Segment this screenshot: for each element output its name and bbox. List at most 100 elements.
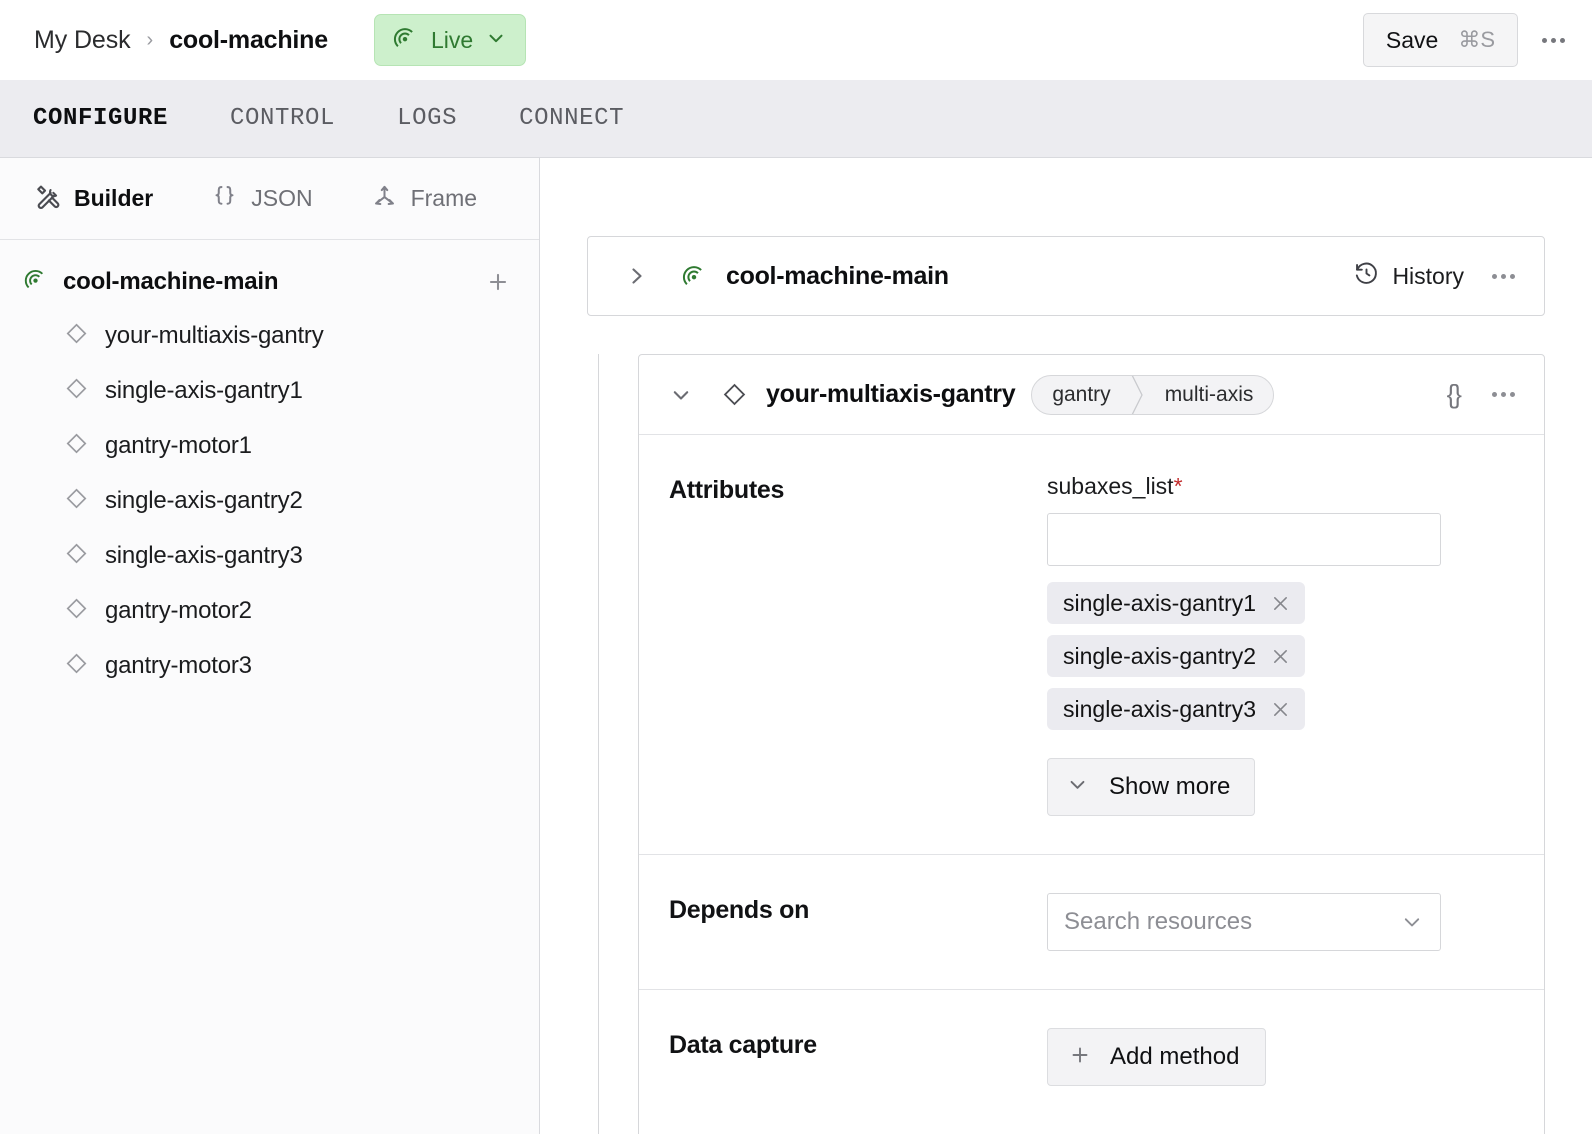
live-status-badge[interactable]: Live	[373, 14, 527, 66]
view-mode-switcher: Builder JSON Frame	[0, 158, 539, 240]
main-tab-bar: CONFIGURE CONTROL LOGS CONNECT	[0, 80, 1592, 158]
add-method-button[interactable]: Add method	[1047, 1028, 1267, 1086]
plus-icon[interactable]	[483, 267, 513, 297]
breadcrumb-current: cool-machine	[169, 25, 328, 54]
tree-item-label: single-axis-gantry3	[105, 541, 303, 569]
main-content: cool-machine-main History	[541, 158, 1592, 1134]
depends-on-placeholder: Search resources	[1064, 908, 1253, 935]
view-mode-builder-label: Builder	[74, 185, 154, 211]
tree-item-single-axis-gantry3[interactable]: single-axis-gantry3	[0, 528, 539, 583]
chevron-down-icon	[1066, 773, 1089, 801]
ellipsis-icon[interactable]	[1536, 23, 1570, 57]
chip-single-axis-gantry2: single-axis-gantry2	[1047, 635, 1306, 677]
diamond-icon	[64, 541, 89, 571]
machine-header-card: cool-machine-main History	[587, 236, 1545, 316]
tab-logs[interactable]: LOGS	[397, 105, 458, 132]
pill-resource-model: multi-axis	[1164, 382, 1254, 406]
diamond-icon	[64, 486, 89, 516]
diamond-icon	[64, 431, 89, 461]
subaxes-list-label-text: subaxes_list	[1047, 473, 1174, 499]
breadcrumb: My Desk › cool-machine	[34, 26, 328, 55]
history-clock-icon	[1353, 260, 1380, 292]
plus-icon	[1068, 1043, 1092, 1072]
axes-icon	[371, 183, 398, 215]
depends-on-label: Depends on	[669, 896, 810, 924]
diamond-icon	[721, 381, 748, 408]
subaxes-list-input[interactable]	[1047, 513, 1441, 566]
data-capture-label: Data capture	[669, 1031, 817, 1059]
subaxes-list-label: subaxes_list*	[1047, 473, 1544, 500]
chip-label: single-axis-gantry3	[1063, 695, 1257, 722]
tree-item-your-multiaxis-gantry[interactable]: your-multiaxis-gantry	[0, 308, 539, 363]
chip-label: single-axis-gantry1	[1063, 589, 1257, 616]
tree-item-label: gantry-motor1	[105, 431, 252, 459]
ellipsis-icon[interactable]	[1486, 259, 1520, 293]
attributes-row: Attributes subaxes_list* single-axis-gan…	[639, 435, 1544, 855]
diamond-icon	[64, 596, 89, 626]
resource-card-header: your-multiaxis-gantry gantry multi-axis …	[639, 355, 1544, 435]
close-icon[interactable]	[1270, 699, 1291, 720]
chevron-right-icon[interactable]	[624, 264, 648, 288]
data-capture-row: Data capture Add method	[639, 990, 1544, 1124]
close-icon[interactable]	[1270, 593, 1291, 614]
diamond-icon	[64, 376, 89, 406]
tab-connect[interactable]: CONNECT	[519, 105, 625, 132]
view-mode-builder[interactable]: Builder	[34, 183, 153, 215]
depends-on-select[interactable]: Search resources	[1047, 893, 1441, 951]
diamond-icon	[64, 651, 89, 681]
braces-icon[interactable]: {}	[1446, 379, 1462, 409]
view-mode-frame[interactable]: Frame	[371, 183, 477, 215]
chevron-down-icon	[1400, 910, 1424, 934]
tree-item-single-axis-gantry2[interactable]: single-axis-gantry2	[0, 473, 539, 528]
ellipsis-icon[interactable]	[1486, 378, 1520, 412]
attributes-label: Attributes	[669, 476, 785, 504]
required-marker: *	[1173, 473, 1183, 499]
left-sidebar: Builder JSON Frame	[0, 158, 540, 1134]
tree-item-label: single-axis-gantry1	[105, 376, 303, 404]
chip-single-axis-gantry3: single-axis-gantry3	[1047, 688, 1306, 730]
close-icon[interactable]	[1270, 646, 1291, 667]
save-button-label: Save	[1385, 26, 1439, 53]
depends-on-row: Depends on Search resources	[639, 855, 1544, 990]
tree-item-gantry-motor1[interactable]: gantry-motor1	[0, 418, 539, 473]
tree-item-label: gantry-motor2	[105, 596, 252, 624]
breadcrumb-separator-icon: ›	[146, 28, 154, 51]
view-mode-json-label: JSON	[251, 185, 313, 211]
signal-icon	[680, 262, 708, 290]
tree-item-gantry-motor3[interactable]: gantry-motor3	[0, 638, 539, 693]
signal-icon	[22, 266, 49, 298]
breadcrumb-home[interactable]: My Desk	[34, 25, 131, 54]
history-button[interactable]: History	[1353, 260, 1464, 292]
diamond-icon	[64, 321, 89, 351]
show-more-button[interactable]: Show more	[1047, 758, 1256, 816]
view-mode-json[interactable]: JSON	[211, 183, 313, 215]
tree-item-label: your-multiaxis-gantry	[105, 321, 324, 349]
tools-icon	[34, 183, 61, 215]
top-bar: My Desk › cool-machine Live Save ⌘S	[0, 0, 1592, 80]
chevron-down-icon[interactable]	[669, 383, 693, 407]
tree-item-gantry-motor2[interactable]: gantry-motor2	[0, 583, 539, 638]
resource-type-pills: gantry multi-axis	[1031, 374, 1275, 415]
top-bar-actions: Save ⌘S	[1362, 0, 1570, 80]
subaxes-chip-list: single-axis-gantry1 single-axis-gantry2 …	[1047, 582, 1544, 730]
save-shortcut-label: ⌘S	[1458, 27, 1495, 52]
resource-card-your-multiaxis-gantry: your-multiaxis-gantry gantry multi-axis …	[638, 354, 1545, 1134]
machine-card-title: cool-machine-main	[726, 261, 949, 290]
live-status-label: Live	[430, 26, 474, 53]
tree-root-cool-machine-main[interactable]: cool-machine-main	[0, 256, 539, 308]
chevron-down-icon[interactable]	[485, 27, 507, 54]
tree-item-single-axis-gantry1[interactable]: single-axis-gantry1	[0, 363, 539, 418]
tree-connector-line	[598, 354, 599, 1134]
save-button[interactable]: Save ⌘S	[1362, 13, 1518, 67]
signal-icon	[391, 24, 419, 57]
pill-resource-family: gantry	[1052, 382, 1111, 406]
resource-tree: cool-machine-main your-multiaxis-gantry …	[0, 240, 539, 693]
tree-item-label: gantry-motor3	[105, 651, 252, 679]
add-method-label: Add method	[1110, 1043, 1240, 1070]
chip-label: single-axis-gantry2	[1063, 642, 1257, 669]
tree-root-label: cool-machine-main	[63, 268, 279, 295]
tab-control[interactable]: CONTROL	[230, 105, 336, 132]
tree-item-label: single-axis-gantry2	[105, 486, 303, 514]
tab-configure[interactable]: CONFIGURE	[33, 105, 169, 132]
pill-separator-icon	[1131, 375, 1145, 414]
